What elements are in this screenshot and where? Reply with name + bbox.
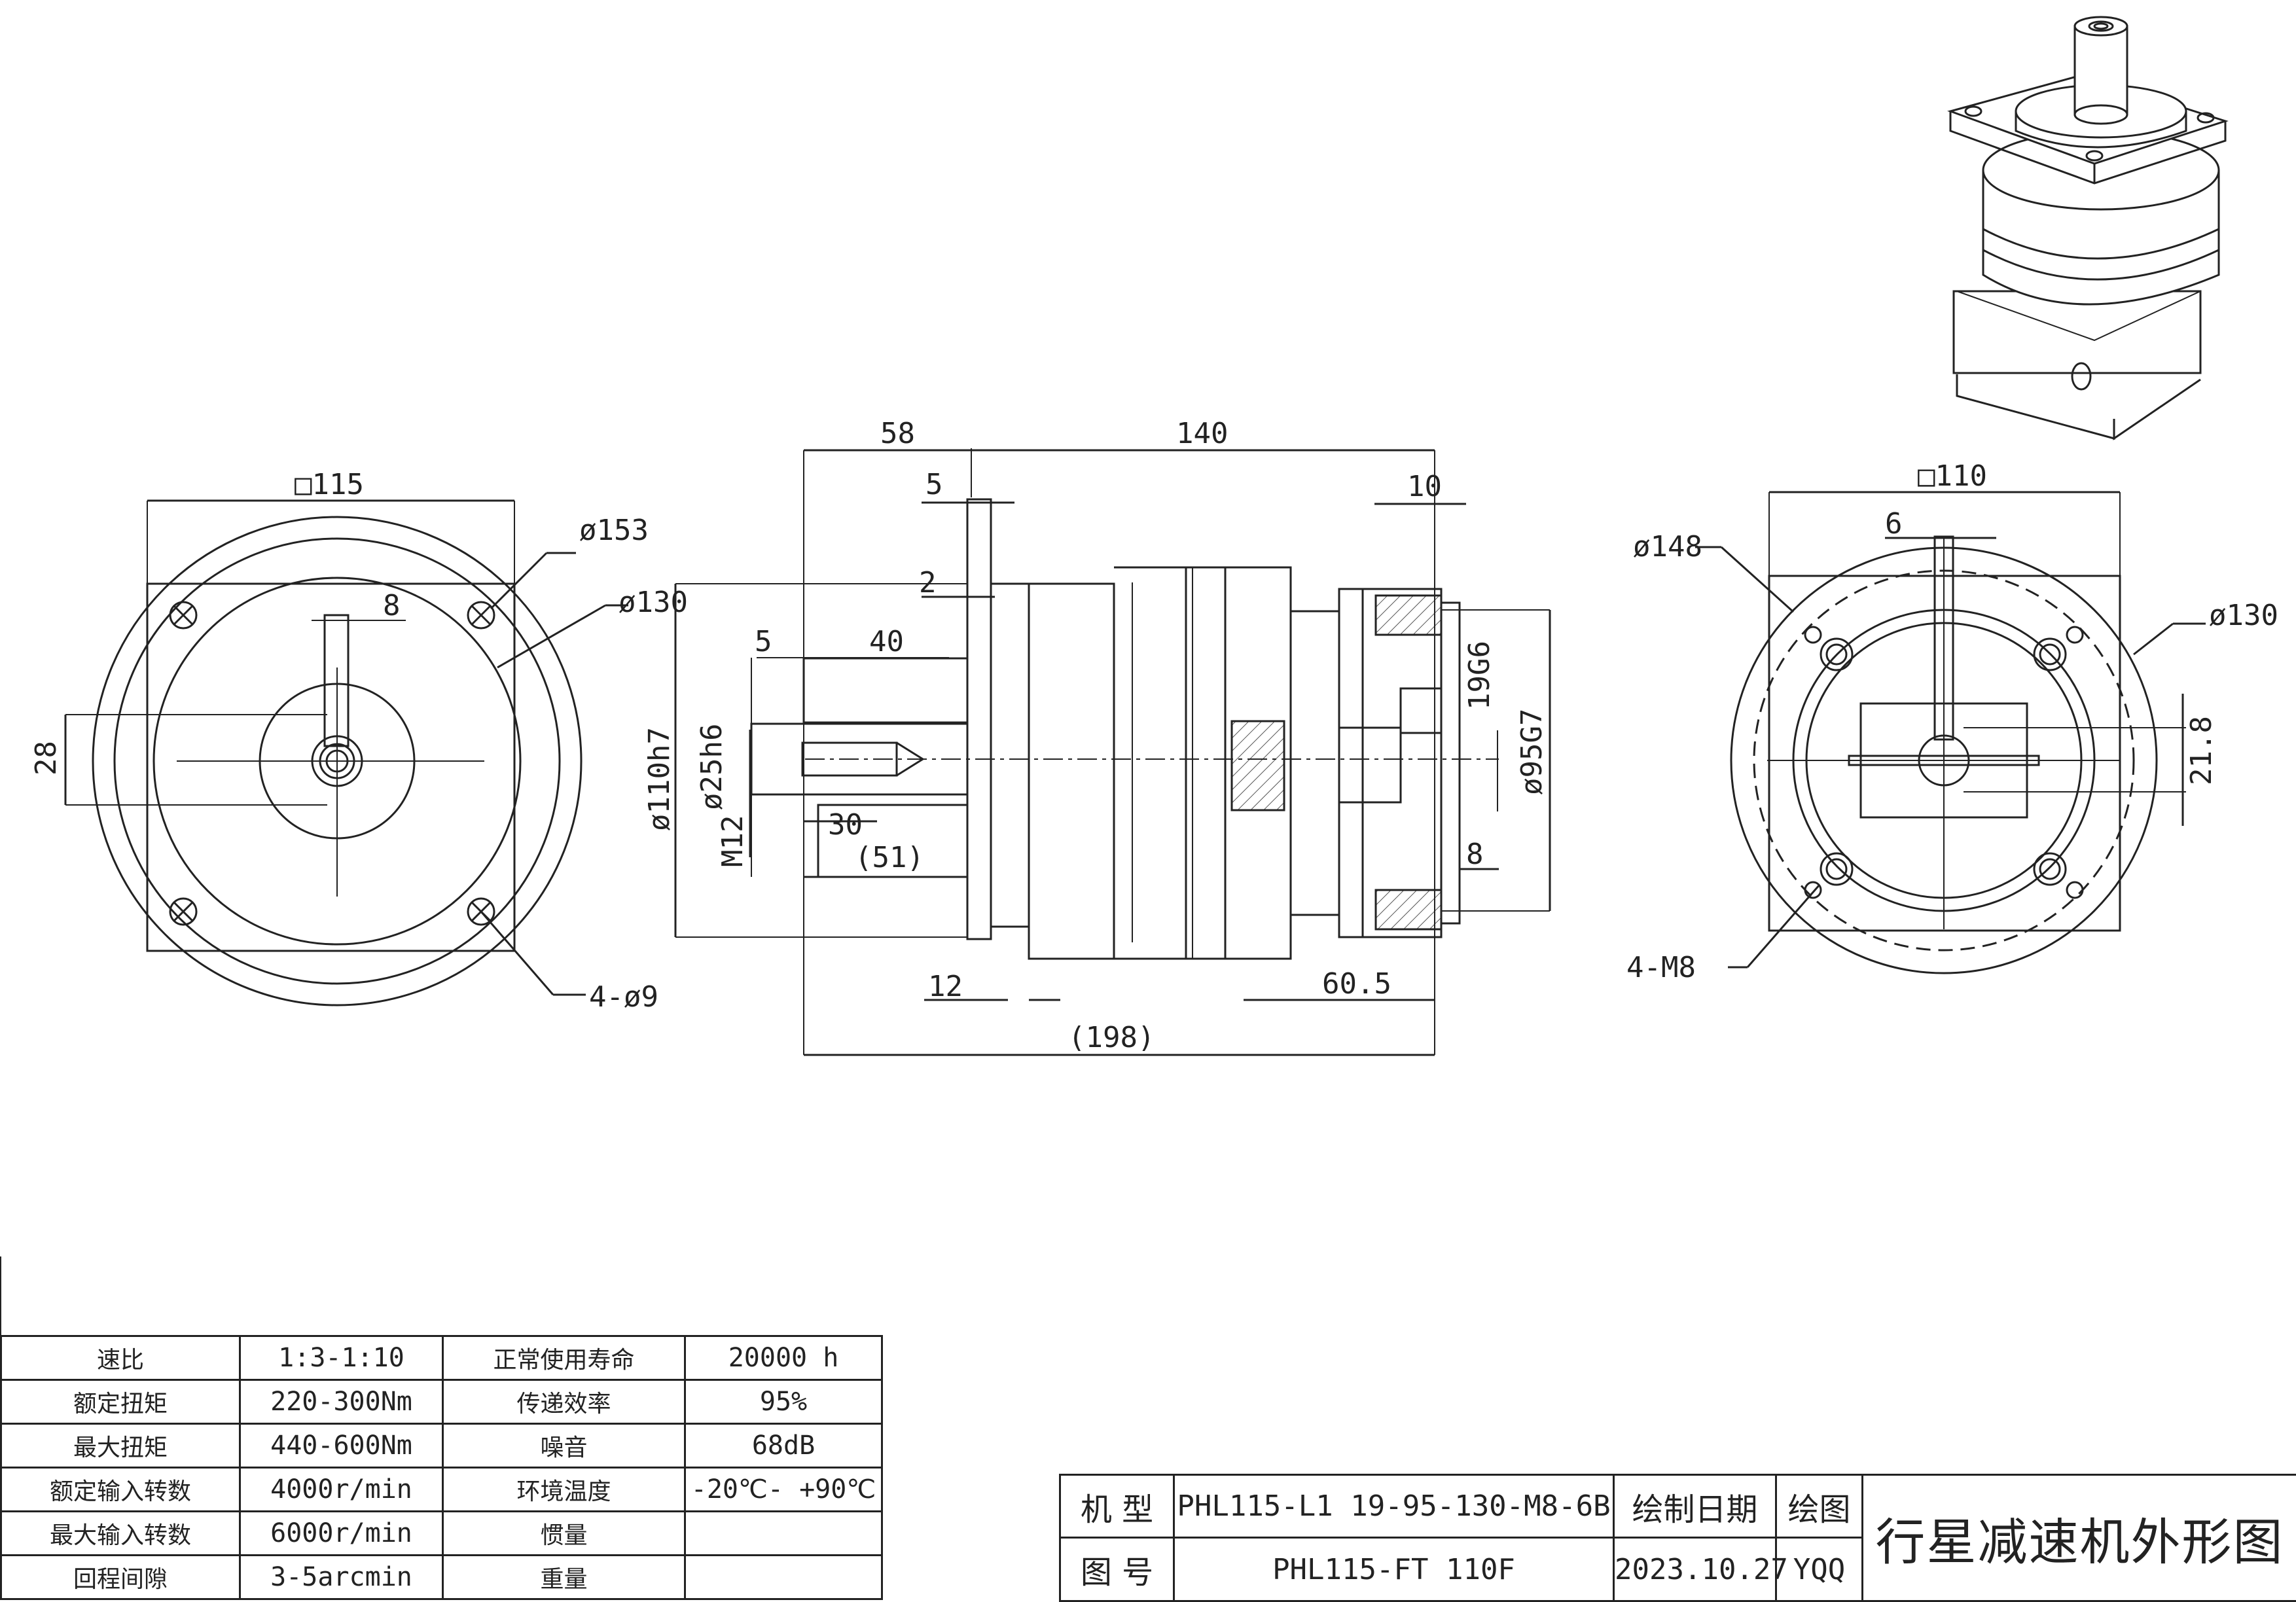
spec-value: 1:3-1:10 <box>240 1336 443 1380</box>
title-block: 机 型 PHL115-L1 19-95-130-M8-6B 绘制日期 绘图 行星… <box>1059 1474 2296 1602</box>
front-view-left <box>65 501 628 1005</box>
spec-value: 3-5arcmin <box>240 1556 443 1599</box>
label-dia-110h7: ø110h7 <box>643 727 676 831</box>
model-value: PHL115-L1 19-95-130-M8-6B <box>1174 1475 1614 1538</box>
spec-label: 回程间隙 <box>1 1556 240 1599</box>
spec-value <box>685 1512 882 1556</box>
label-len-5-key: 5 <box>755 625 772 658</box>
label-len-10: 10 <box>1407 470 1442 503</box>
drawing-title: 行星减速机外形图 <box>1863 1475 2296 1601</box>
drawing-no-value: PHL115-FT 110F <box>1174 1538 1614 1601</box>
front-view-left-labels: □115 ø153 ø130 8 28 4-ø9 <box>29 468 688 1014</box>
label-len-2: 2 <box>919 566 937 599</box>
label-key-depth-21-8: 21.8 <box>2185 716 2218 785</box>
label-square-110: □110 <box>1918 459 1987 493</box>
label-len-60-5: 60.5 <box>1322 967 1391 1001</box>
date-label: 绘制日期 <box>1614 1475 1776 1538</box>
spec-value: -20℃- +90℃ <box>685 1468 882 1512</box>
label-len-40: 40 <box>869 625 904 658</box>
label-key-width-6: 6 <box>1885 507 1903 541</box>
spec-table: 速比 1:3-1:10 正常使用寿命 20000 h 额定扭矩 220-300N… <box>0 1335 883 1600</box>
label-len-51: (51) <box>855 841 924 874</box>
label-holes-4-m8: 4-M8 <box>1626 951 1696 984</box>
label-len-5-top: 5 <box>925 468 943 501</box>
label-square-115: □115 <box>295 468 364 501</box>
spec-label: 正常使用寿命 <box>443 1336 685 1380</box>
spec-label: 惯量 <box>443 1512 685 1556</box>
isometric-view <box>1950 17 2225 438</box>
label-dia-130-right: ø130 <box>2209 599 2278 632</box>
label-thread-m12: M12 <box>716 815 749 867</box>
spec-label: 传递效率 <box>443 1380 685 1424</box>
bolt-hole <box>1821 853 1852 885</box>
table-row: 额定输入转数 4000r/min 环境温度 -20℃- +90℃ <box>1 1468 882 1512</box>
front-view-right <box>1695 492 2206 973</box>
spec-label: 重量 <box>443 1556 685 1599</box>
table-row: 额定扭矩 220-300Nm 传递效率 95% <box>1 1380 882 1424</box>
table-row: 最大输入转数 6000r/min 惯量 <box>1 1512 882 1556</box>
spec-value: 20000 h <box>685 1336 882 1380</box>
spec-value: 68dB <box>685 1424 882 1468</box>
label-dia-153: ø153 <box>579 514 649 547</box>
label-len-58: 58 <box>880 417 915 450</box>
table-row: 回程间隙 3-5arcmin 重量 <box>1 1556 882 1599</box>
label-holes-4-9: 4-ø9 <box>589 980 658 1014</box>
spec-label: 额定输入转数 <box>1 1468 240 1512</box>
table-row: 速比 1:3-1:10 正常使用寿命 20000 h <box>1 1336 882 1380</box>
label-dia-148: ø148 <box>1633 530 1702 563</box>
spec-value: 95% <box>685 1380 882 1424</box>
spec-label: 速比 <box>1 1336 240 1380</box>
side-view <box>675 448 1550 1055</box>
drawing-no-label: 图 号 <box>1060 1538 1174 1601</box>
label-key-width-8: 8 <box>383 589 401 622</box>
date-value: 2023.10.27 <box>1614 1538 1776 1601</box>
table-row: 最大扭矩 440-600Nm 噪音 68dB <box>1 1424 882 1468</box>
spec-label: 噪音 <box>443 1424 685 1468</box>
label-dia-95g7: ø95G7 <box>1515 709 1549 795</box>
label-len-12: 12 <box>928 970 963 1003</box>
mounting-hole <box>468 602 494 628</box>
label-dia-130: ø130 <box>619 586 688 619</box>
drawer-label: 绘图 <box>1776 1475 1863 1538</box>
label-bore-19g6: 19G6 <box>1463 641 1496 710</box>
label-key-height-28: 28 <box>29 741 63 775</box>
spec-label: 额定扭矩 <box>1 1380 240 1424</box>
spec-value: 4000r/min <box>240 1468 443 1512</box>
model-label: 机 型 <box>1060 1475 1174 1538</box>
label-len-8: 8 <box>1466 838 1484 871</box>
spec-value: 440-600Nm <box>240 1424 443 1468</box>
label-len-198: (198) <box>1068 1021 1155 1054</box>
mounting-hole <box>170 602 196 628</box>
spec-value <box>685 1556 882 1599</box>
spec-label: 最大输入转数 <box>1 1512 240 1556</box>
label-dia-25h6: ø25h6 <box>695 724 728 810</box>
label-len-140: 140 <box>1176 417 1228 450</box>
spec-value: 220-300Nm <box>240 1380 443 1424</box>
spec-value: 6000r/min <box>240 1512 443 1556</box>
label-len-30: 30 <box>828 808 863 842</box>
drawer-value: YQQ <box>1776 1538 1863 1601</box>
spec-label: 最大扭矩 <box>1 1424 240 1468</box>
title-row-model: 机 型 PHL115-L1 19-95-130-M8-6B 绘制日期 绘图 行星… <box>1060 1475 2296 1538</box>
spec-label: 环境温度 <box>443 1468 685 1512</box>
bolt-hole <box>2034 853 2066 885</box>
